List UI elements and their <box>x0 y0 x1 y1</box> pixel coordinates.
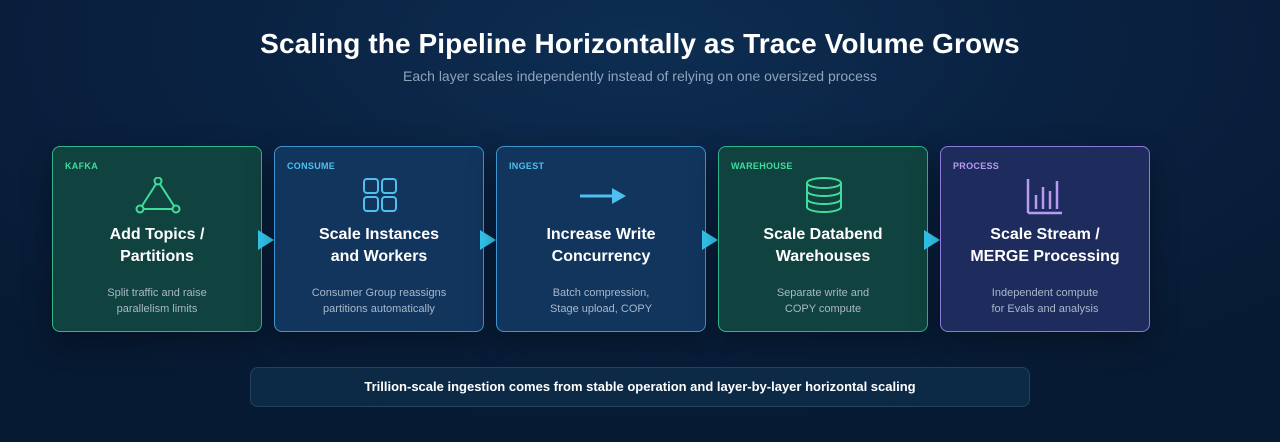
page-subtitle: Each layer scales independently instead … <box>403 68 877 84</box>
stage-title-line: Concurrency <box>551 248 651 265</box>
grid-icon <box>363 178 397 212</box>
stage-title-line: Scale Databend <box>763 226 883 243</box>
stage-description: Split traffic and raise parallelism limi… <box>53 285 261 317</box>
stage-description: Consumer Group reassigns partitions auto… <box>275 285 483 317</box>
stage-title-line: Increase Write <box>546 226 656 243</box>
summary-banner: Trillion-scale ingestion comes from stab… <box>250 367 1030 407</box>
bar-chart-icon <box>1026 179 1062 215</box>
stage-title-line: Add Topics / <box>109 226 205 243</box>
stage-card-kafka: KAFKA Add Topics / Partitions Split traf… <box>52 146 262 332</box>
stage-description-line: Independent compute <box>991 287 1099 299</box>
stage-card-ingest: INGEST Increase Write Concurrency Batch … <box>496 146 706 332</box>
database-icon <box>806 177 842 213</box>
stage-tag: WAREHOUSE <box>731 161 793 171</box>
stage-description: Batch compression, Stage upload, COPY <box>497 285 705 317</box>
stage-title-line: Scale Stream / <box>990 226 1100 243</box>
stage-description-line: Batch compression, <box>552 287 650 299</box>
stage-description-line: Stage upload, COPY <box>549 303 653 315</box>
stage-title: Scale Instances and Workers <box>275 224 483 268</box>
stage-description-line: for Evals and analysis <box>991 303 1099 315</box>
stage-tag: KAFKA <box>65 161 98 171</box>
stage-description: Independent compute for Evals and analys… <box>941 285 1149 317</box>
stage-description-line: Consumer Group reassigns <box>311 287 447 299</box>
stage-title: Scale Databend Warehouses <box>719 224 927 268</box>
connector-arrow-icon <box>924 230 940 250</box>
stage-card-process: PROCESS Scale Stream / MERGE Processing … <box>940 146 1150 332</box>
stage-tag: INGEST <box>509 161 545 171</box>
stage-title-line: Warehouses <box>775 248 871 265</box>
triangle-nodes-icon <box>135 177 181 214</box>
stage-title: Increase Write Concurrency <box>497 224 705 268</box>
connector-arrow-icon <box>480 230 496 250</box>
stage-description-line: Separate write and <box>776 287 870 299</box>
stage-description-line: COPY compute <box>784 303 862 315</box>
stage-card-consume: CONSUME Scale Instances and Workers Cons… <box>274 146 484 332</box>
stage-title-line: and Workers <box>330 248 428 265</box>
stage-title-line: Scale Instances <box>318 226 440 243</box>
stage-tag: PROCESS <box>953 161 1000 171</box>
stage-description-line: partitions automatically <box>323 303 435 315</box>
arrow-right-icon <box>580 188 626 204</box>
stage-title-line: MERGE Processing <box>970 248 1120 265</box>
connector-arrow-icon <box>258 230 274 250</box>
stage-card-warehouse: WAREHOUSE Scale Databend Warehouses Sepa… <box>718 146 928 332</box>
stage-description-line: Split traffic and raise <box>107 287 207 299</box>
stage-title: Add Topics / Partitions <box>53 224 261 268</box>
connector-arrow-icon <box>702 230 718 250</box>
stage-title: Scale Stream / MERGE Processing <box>941 224 1149 268</box>
stage-tag: CONSUME <box>287 161 336 171</box>
stage-description: Separate write and COPY compute <box>719 285 927 317</box>
stage-description-line: parallelism limits <box>116 303 198 315</box>
stage-title-line: Partitions <box>120 248 194 265</box>
page-title: Scaling the Pipeline Horizontally as Tra… <box>260 28 1020 59</box>
